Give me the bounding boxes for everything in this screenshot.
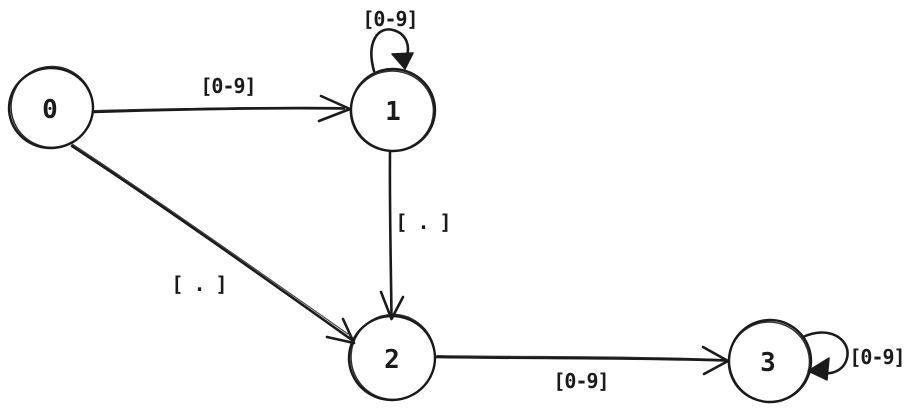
node-1-label: 1 [385,97,401,127]
edge-1-to-2-arrowhead-icon [379,290,405,321]
edge-0-to-1-line-echo [93,106,343,112]
edge-1-to-2: [ . ] [379,150,452,321]
edge-3-self-loop: [0-9] [801,331,906,381]
edge-0-to-2: [ . ] [69,141,356,345]
node-3: 3 [727,318,813,404]
node-2-circle-echo [350,313,436,401]
node-0-label: 0 [42,95,58,125]
edge-0-to-1-line [91,106,346,114]
edge-1-to-2-line [388,150,393,319]
node-1-circle-echo [349,70,435,152]
node-1: 1 [349,67,437,153]
node-3-circle-echo [727,321,811,403]
edge-0-to-1: [0-9] [91,74,352,123]
edge-0-to-2-line [70,144,354,342]
edge-1-self-loop: [0-9] [362,7,419,73]
node-3-label: 3 [760,348,776,378]
edge-2-to-3-line-echo [436,354,723,361]
edge-0-to-1-label: [0-9] [200,74,255,98]
edge-3-self-loop-line [801,331,849,375]
node-2: 2 [347,313,437,402]
edge-2-to-3-line [433,355,727,362]
edge-0-to-2-line-echo [69,141,349,335]
edge-1-self-loop-line [370,28,410,73]
node-0-circle-echo [10,65,94,149]
node-0: 0 [7,65,95,150]
edge-1-self-loop-arrowhead-icon [391,52,414,70]
edge-3-self-loop-label: [0-9] [849,345,904,369]
edge-2-to-3-label: [0-9] [553,369,608,393]
edge-1-to-2-label: [ . ] [395,210,450,234]
edge-0-to-2-label: [ . ] [171,272,226,296]
edge-2-to-3: [0-9] [433,345,730,393]
edge-1-self-loop-label: [0-9] [362,7,417,31]
edge-3-self-loop-arrowhead-icon [807,357,830,381]
node-2-label: 2 [384,345,400,375]
